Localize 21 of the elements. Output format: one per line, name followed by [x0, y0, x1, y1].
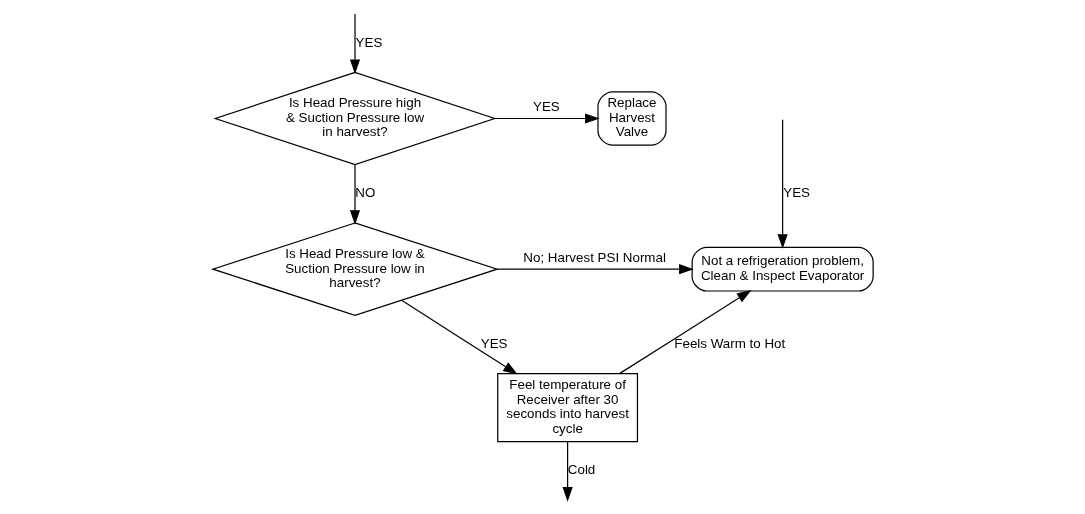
edge-label: Feels Warm to Hot — [673, 335, 785, 351]
arrow — [618, 290, 752, 374]
arrow — [349, 164, 360, 225]
node-diamond: Is Head Pressure low & Suction Pressure low in harvest? — [210, 222, 499, 316]
arrow — [400, 299, 518, 375]
node-diamond: Is Head Pressure high & Suction Pressure low in harvest? — [212, 71, 497, 166]
edge-label: YES — [480, 335, 507, 351]
edge-label: YES — [532, 98, 560, 114]
arrow — [493, 113, 600, 124]
edge-label: YES — [782, 185, 810, 201]
edge-label: NO — [354, 185, 375, 201]
node-box: Replace Harvest Valve — [596, 91, 667, 146]
node-box: Not a refrigeration problem, Clean & Inspect Evaporator — [691, 246, 874, 292]
edge-label: Cold — [567, 462, 595, 478]
node-box: Feel temperature of Receiver after 30 seconds into harvest cycle — [496, 373, 638, 443]
arrow — [496, 264, 694, 275]
arrow — [777, 119, 788, 249]
edge-label: YES — [355, 34, 382, 50]
edge-label: No; Harvest PSI Normal — [522, 249, 666, 265]
arrow — [562, 441, 573, 502]
arrow — [349, 13, 360, 75]
